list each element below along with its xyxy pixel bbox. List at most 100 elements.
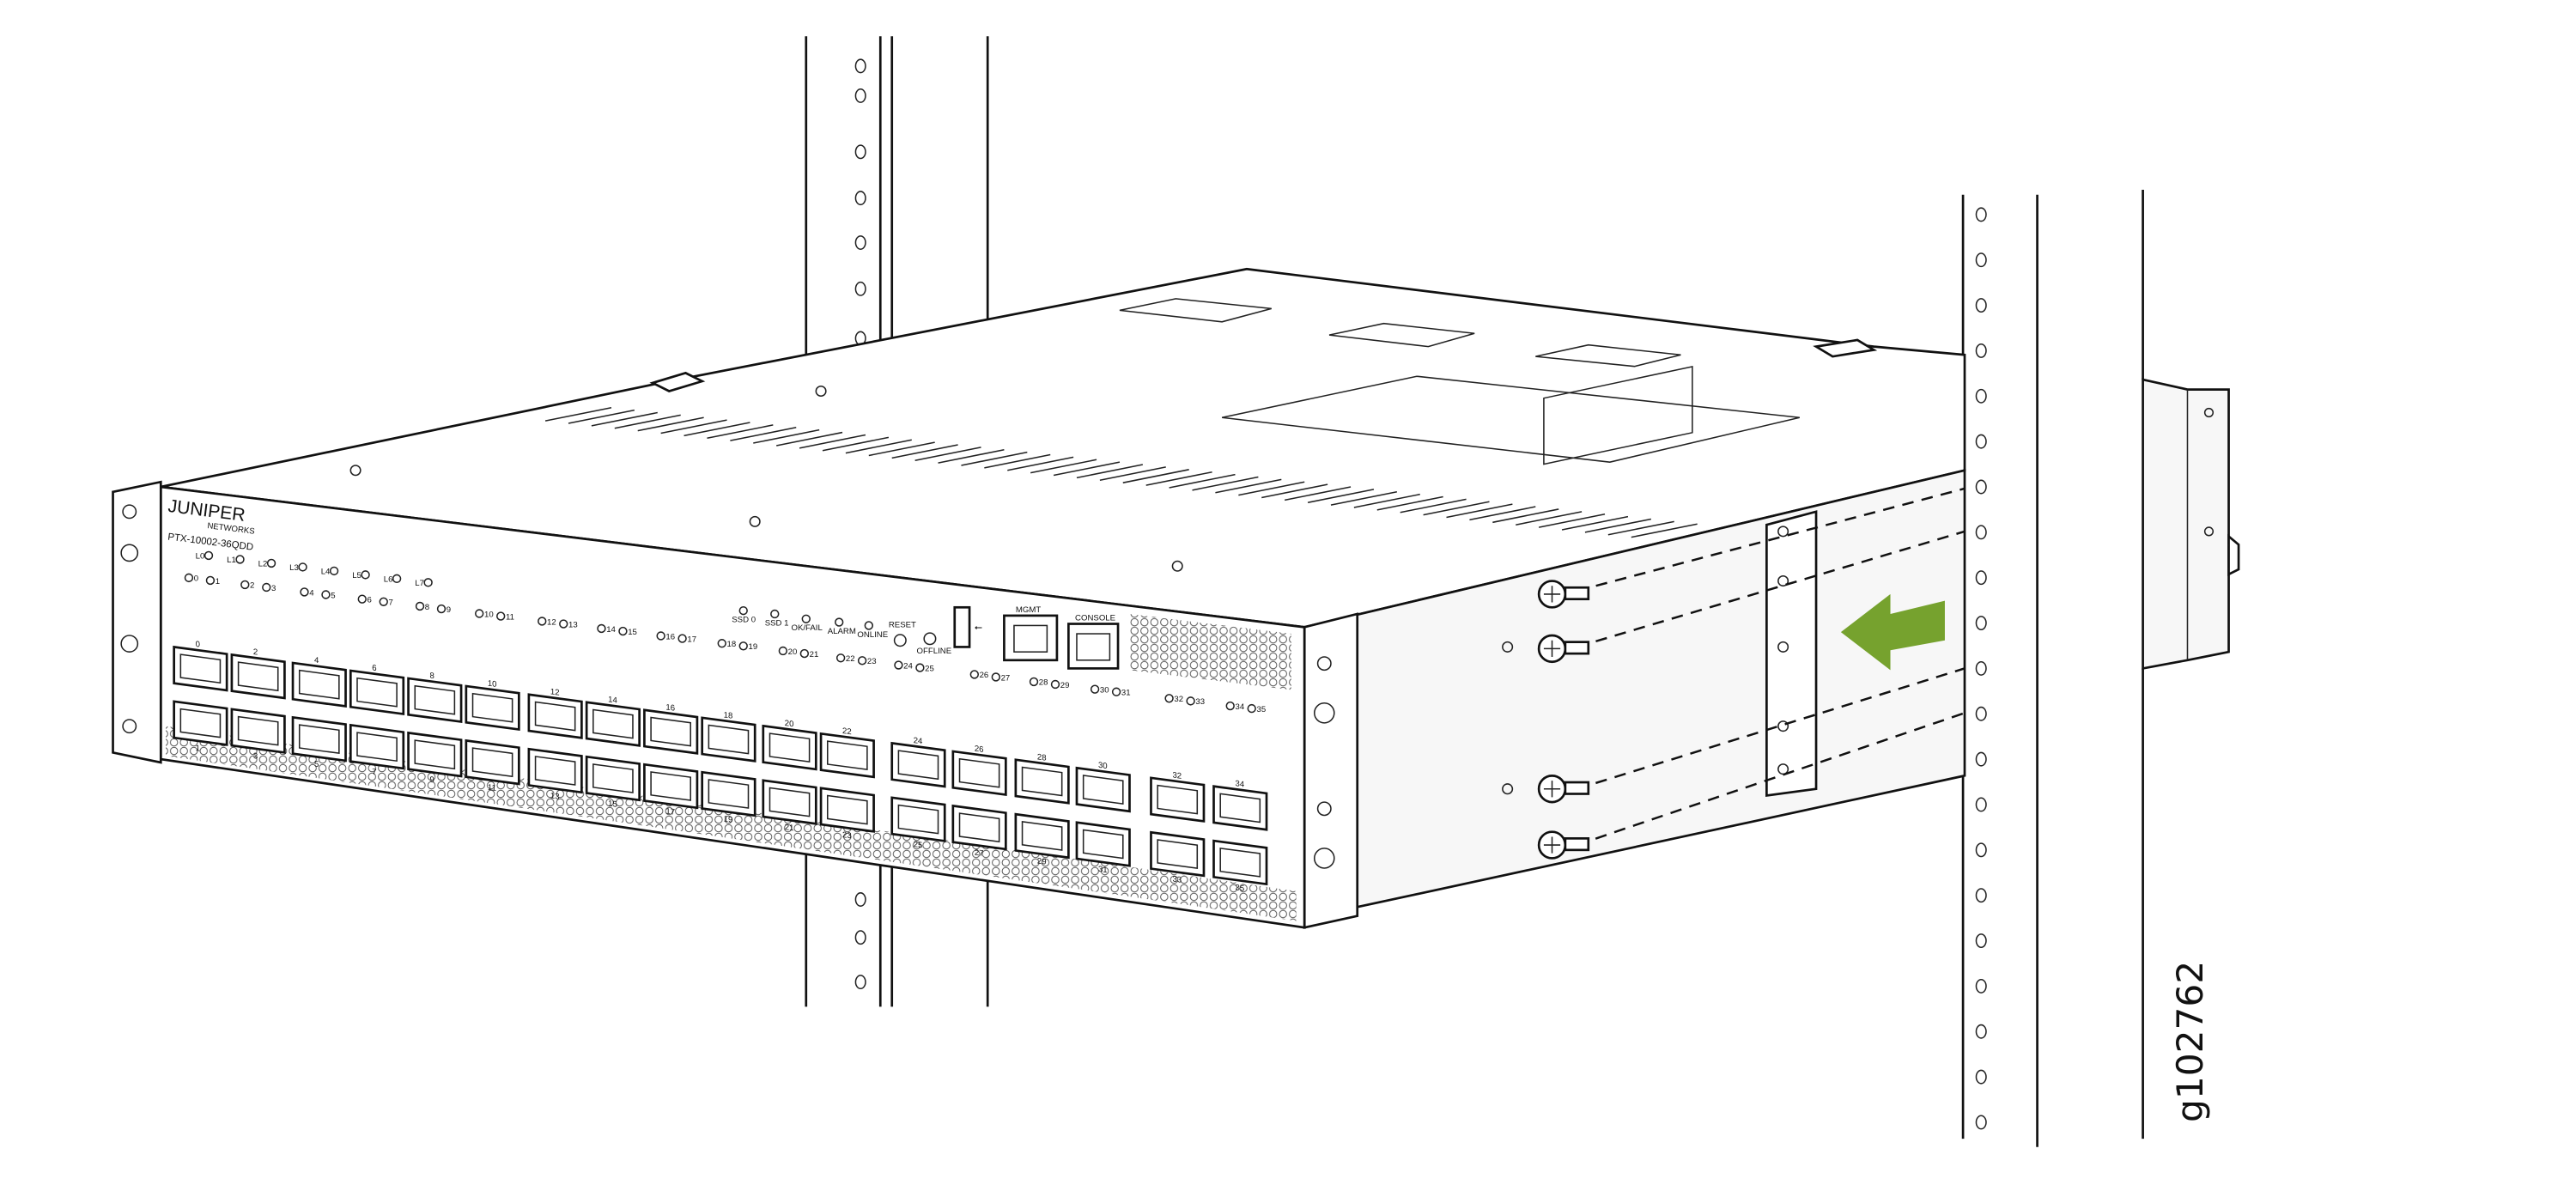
qsfp-port[interactable]: 12 [527, 684, 583, 739]
lane-led-label: L0 [196, 552, 205, 562]
qsfp-port[interactable]: 32 [1150, 768, 1206, 823]
qsfp-port[interactable]: 30 [1075, 757, 1131, 813]
rack-hole [854, 930, 866, 945]
lane-led-label: L7 [415, 579, 424, 588]
usb-port[interactable] [953, 605, 971, 648]
port-led [205, 575, 216, 586]
port-number: 11 [488, 783, 496, 793]
console-port[interactable] [1067, 623, 1120, 670]
qsfp-port[interactable]: 25 [890, 796, 946, 854]
qsfp-port[interactable]: 34 [1212, 776, 1268, 831]
qsfp-port[interactable]: 7 [349, 723, 405, 781]
rack-hole [1975, 343, 1987, 358]
qsfp-port[interactable]: 35 [1212, 839, 1268, 896]
port-led [262, 582, 271, 592]
screw-icon [1537, 580, 1590, 609]
qsfp-port[interactable]: 22 [819, 724, 875, 779]
port-led [857, 656, 867, 665]
port-led-label: 27 [1001, 673, 1011, 683]
qsfp-port[interactable]: 16 [643, 700, 699, 755]
led-label-online: ONLINE [857, 630, 888, 640]
reset-button[interactable] [893, 634, 907, 647]
port-number: 29 [1037, 856, 1047, 866]
qsfp-port[interactable]: 31 [1075, 821, 1131, 878]
rack-hole [1975, 751, 1987, 767]
qsfp-port[interactable]: 24 [890, 733, 946, 788]
rack-hole [1975, 616, 1987, 631]
qsfp-port[interactable]: 28 [1014, 750, 1070, 805]
offline-button[interactable] [923, 632, 937, 646]
port-led [436, 604, 447, 614]
port-number: 23 [842, 830, 852, 841]
qsfp-port[interactable]: 8 [407, 668, 463, 724]
qsfp-port[interactable]: 33 [1150, 830, 1206, 888]
qsfp-port[interactable]: 6 [349, 660, 405, 715]
port-led [618, 626, 628, 636]
port-number: 1 [196, 744, 200, 754]
lane-led-label: L4 [321, 568, 331, 577]
qsfp-port[interactable]: 26 [951, 741, 1007, 797]
port-number: 25 [914, 840, 923, 850]
lane-led [329, 566, 339, 576]
rack-hole [1975, 252, 1987, 268]
port-number: 18 [724, 710, 733, 720]
qsfp-port[interactable]: 10 [465, 676, 520, 732]
screw-icon [1537, 830, 1590, 860]
qsfp-port[interactable]: 13 [527, 747, 583, 805]
qsfp-port[interactable]: 19 [701, 770, 756, 828]
rack-hole [1975, 842, 1987, 858]
port-number: 3 [253, 751, 258, 762]
port-number: 31 [1098, 865, 1108, 875]
rack-hole [1975, 525, 1987, 540]
qsfp-port[interactable]: 21 [762, 779, 817, 836]
qsfp-port[interactable]: 29 [1014, 812, 1070, 870]
port-led [1050, 679, 1060, 690]
port-number: 33 [1172, 875, 1182, 885]
lane-led [298, 562, 307, 572]
qsfp-port[interactable]: 11 [465, 738, 520, 796]
qsfp-port[interactable]: 20 [762, 716, 817, 771]
port-led [1029, 677, 1039, 687]
qsfp-port[interactable]: 15 [585, 755, 641, 812]
qsfp-port[interactable]: 27 [951, 804, 1007, 861]
rack-hole [1975, 1115, 1987, 1130]
rear-mounting-bracket [2142, 378, 2240, 671]
port-led [496, 611, 506, 621]
rack-hole [1975, 706, 1987, 721]
qsfp-port[interactable]: 5 [291, 715, 347, 773]
qsfp-port[interactable]: 9 [407, 731, 463, 788]
port-led-label: 19 [749, 642, 758, 652]
port-led [915, 663, 925, 672]
port-led-label: 30 [1100, 686, 1109, 696]
led-label-ssd1: SSD 1 [765, 618, 789, 628]
port-led-label: 20 [788, 647, 798, 657]
qsfp-port[interactable]: 1 [173, 700, 228, 757]
port-number: 4 [314, 655, 319, 665]
rack-hole [1975, 978, 1987, 994]
port-led [321, 590, 331, 599]
port-led [717, 639, 726, 648]
port-number: 6 [372, 664, 376, 674]
mgmt-port[interactable] [1003, 614, 1059, 662]
port-number: 2 [253, 647, 258, 658]
qsfp-port[interactable]: 14 [585, 692, 641, 747]
rack-hole [1975, 434, 1987, 449]
port-led [475, 609, 484, 618]
port-number: 30 [1098, 761, 1108, 771]
port-led [835, 653, 846, 663]
lane-led-label: L5 [352, 571, 361, 580]
qsfp-port[interactable]: 3 [230, 708, 286, 765]
port-led-label: 21 [810, 650, 819, 659]
qsfp-port[interactable]: 4 [291, 653, 347, 708]
qsfp-port[interactable]: 0 [173, 637, 228, 692]
port-led [240, 580, 250, 590]
qsfp-port[interactable]: 17 [643, 763, 699, 820]
port-led-label: 9 [447, 605, 451, 615]
rack-hole [1975, 660, 1987, 676]
usb-icon: ⭠ [975, 623, 983, 633]
qsfp-port[interactable]: 18 [701, 708, 756, 763]
qsfp-port[interactable]: 23 [819, 787, 875, 844]
port-led-label: 33 [1195, 697, 1205, 707]
port-number: 27 [975, 848, 984, 859]
qsfp-port[interactable]: 2 [230, 645, 286, 700]
